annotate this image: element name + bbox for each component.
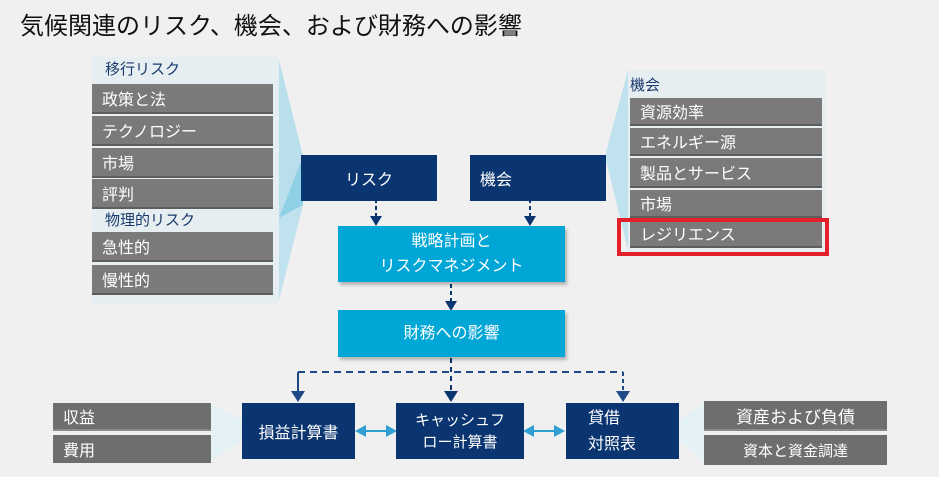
opportunity-item-energy-source: エネルギー源 <box>630 128 822 156</box>
opportunity-item-resilience: レジリエンス <box>630 220 822 248</box>
right-bottom-connector <box>680 404 704 462</box>
cashflow-line-2: ロー計算書 <box>422 433 498 451</box>
balance-line-2: 対照表 <box>588 434 637 453</box>
balance-sheet-box: 貸借 対照表 <box>566 403 679 459</box>
strategy-line-1: 戦略計画と <box>411 231 492 251</box>
balance-item-assets-liabilities: 資産および負債 <box>704 401 887 431</box>
risk-item-chronic: 慢性的 <box>92 265 273 295</box>
arrow-head-icon <box>616 391 630 402</box>
opportunity-item-market: 市場 <box>630 190 822 218</box>
opportunity-item-resource-efficiency: 資源効率 <box>630 98 822 126</box>
arrow-head-icon <box>524 216 536 226</box>
double-arrow-icon <box>386 425 397 437</box>
opportunity-item-products-services: 製品とサービス <box>630 158 822 188</box>
physical-risk-label: 物理的リスク <box>105 211 196 229</box>
risk-item-acute: 急性的 <box>92 232 273 262</box>
opportunity-panel: 機会 資源効率 エネルギー源 製品とサービス 市場 レジリエンス <box>628 70 826 256</box>
arrow-head-icon <box>445 301 457 311</box>
risk-item-technology: テクノロジー <box>92 116 273 146</box>
risk-panel: 移行リスク 政策と法 テクノロジー 市場 評判 物理的リスク 急性的 慢性的 <box>92 57 279 303</box>
left-funnel-upper <box>279 60 303 218</box>
opportunity-box: 機会 <box>470 155 606 201</box>
risk-item-policy-law: 政策と法 <box>92 84 273 114</box>
financial-impact-label: 財務への影響 <box>403 323 500 343</box>
balance-line-1: 貸借 <box>588 407 621 427</box>
income-item-revenue: 収益 <box>53 403 211 431</box>
arrow-head-icon <box>291 391 305 402</box>
right-funnel <box>605 70 628 250</box>
income-item-expenses: 費用 <box>53 435 211 463</box>
page-title: 気候関連のリスク、機会、および財務への影響 <box>20 12 522 40</box>
double-arrow-icon <box>554 425 565 437</box>
left-funnel-mid <box>279 156 303 218</box>
risk-item-reputation: 評判 <box>92 179 273 209</box>
strategy-line-2: リスクマネジメント <box>379 256 524 275</box>
income-statement-box: 損益計算書 <box>242 403 355 459</box>
left-bottom-connector <box>212 404 242 460</box>
risk-box: リスク <box>301 155 437 201</box>
financial-impact-box: 財務への影響 <box>338 310 565 357</box>
left-funnel-lower <box>279 205 303 300</box>
transition-risk-label: 移行リスク <box>105 60 181 78</box>
double-arrow-icon <box>523 425 534 437</box>
arrow-head-icon <box>444 391 458 402</box>
cashflow-statement-box: キャッシュフ ロー計算書 <box>396 403 524 459</box>
cashflow-line-1: キャッシュフ <box>414 410 505 429</box>
arrow-head-icon <box>370 216 382 226</box>
opportunity-label: 機会 <box>630 76 661 94</box>
risk-item-market: 市場 <box>92 148 273 178</box>
balance-item-equity-financing: 資本と資金調達 <box>704 435 887 465</box>
double-arrow-icon <box>355 425 366 437</box>
strategy-risk-management-box: 戦略計画と リスクマネジメント <box>338 226 565 282</box>
resilience-highlight-box <box>617 218 829 256</box>
